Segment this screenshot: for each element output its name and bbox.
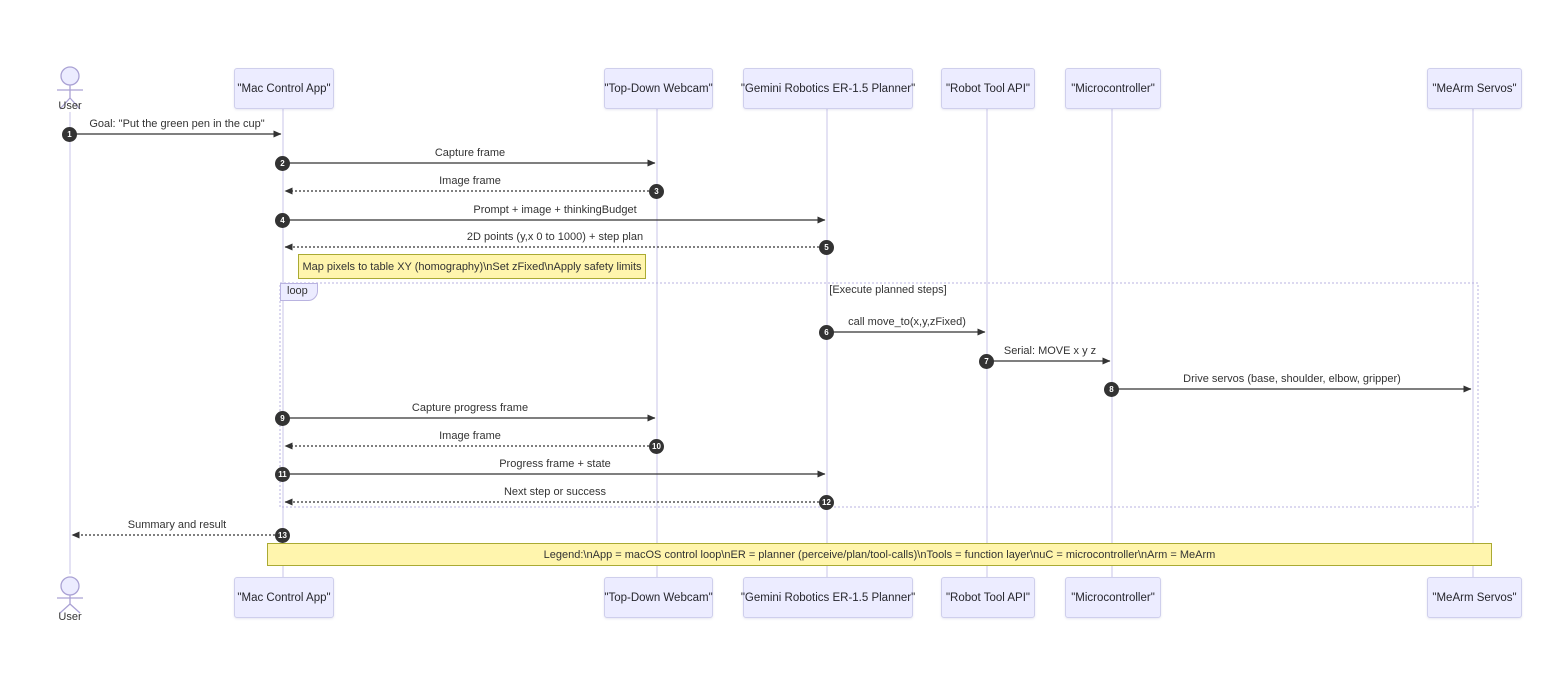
message-number-badge-9: 9 xyxy=(275,411,290,426)
message-label-8: Drive servos (base, shoulder, elbow, gri… xyxy=(1180,372,1404,386)
message-number-badge-3: 3 xyxy=(649,184,664,199)
participant-top-top-down-webcam: "Top-Down Webcam" xyxy=(604,68,713,109)
participant-bottom-microcontroller: "Microcontroller" xyxy=(1065,577,1161,618)
participant-bottom-gemini-planner: "Gemini Robotics ER-1.5 Planner" xyxy=(741,577,915,618)
participant-top-gemini-planner: "Gemini Robotics ER-1.5 Planner" xyxy=(741,68,915,109)
actor-label-user-bottom: User xyxy=(58,611,82,623)
participant-bottom-mearm-servos: "MeArm Servos" xyxy=(1427,577,1522,618)
message-label-10: Image frame xyxy=(436,429,504,443)
message-number-badge-6: 6 xyxy=(819,325,834,340)
message-label-12: Next step or success xyxy=(500,485,610,499)
message-number-badge-8: 8 xyxy=(1104,382,1119,397)
message-number-badge-4: 4 xyxy=(275,213,290,228)
participant-top-mearm-servos: "MeArm Servos" xyxy=(1427,68,1522,109)
message-number-badge-5: 5 xyxy=(819,240,834,255)
user-actor-icon xyxy=(57,576,83,614)
participant-bottom-mac-control-app: "Mac Control App" xyxy=(234,577,334,618)
participant-top-microcontroller: "Microcontroller" xyxy=(1065,68,1161,109)
message-number-badge-13: 13 xyxy=(275,528,290,543)
message-label-6: call move_to(x,y,zFixed) xyxy=(845,315,969,329)
message-number-badge-2: 2 xyxy=(275,156,290,171)
message-number-badge-1: 1 xyxy=(62,127,77,142)
participant-top-robot-tool-api: "Robot Tool API" xyxy=(941,68,1035,109)
message-label-13: Summary and result xyxy=(124,518,230,532)
message-label-7: Serial: MOVE x y z xyxy=(1000,344,1100,358)
loop-keyword-tab: loop xyxy=(280,283,318,301)
message-number-badge-10: 10 xyxy=(649,439,664,454)
loop-condition-label: [Execute planned steps] xyxy=(829,284,947,296)
message-number-badge-11: 11 xyxy=(275,467,290,482)
note-legend: Legend:\nApp = macOS control loop\nER = … xyxy=(267,543,1492,566)
message-label-9: Capture progress frame xyxy=(408,401,532,415)
message-label-5: 2D points (y,x 0 to 1000) + step plan xyxy=(463,230,647,244)
message-label-11: Progress frame + state xyxy=(496,457,614,471)
message-label-3: Image frame xyxy=(436,174,504,188)
message-label-1: Goal: "Put the green pen in the cup" xyxy=(86,117,268,131)
message-number-badge-12: 12 xyxy=(819,495,834,510)
user-actor-icon xyxy=(57,66,83,110)
message-label-4: Prompt + image + thinkingBudget xyxy=(470,203,640,217)
loop-frame xyxy=(279,282,1479,508)
message-number-badge-7: 7 xyxy=(979,354,994,369)
actor-label-user-top: User xyxy=(58,100,82,112)
participant-top-mac-control-app: "Mac Control App" xyxy=(234,68,334,109)
participant-bottom-robot-tool-api: "Robot Tool API" xyxy=(941,577,1035,618)
participant-bottom-top-down-webcam: "Top-Down Webcam" xyxy=(604,577,713,618)
note-homography: Map pixels to table XY (homography)\nSet… xyxy=(298,254,646,279)
message-label-2: Capture frame xyxy=(431,146,509,160)
